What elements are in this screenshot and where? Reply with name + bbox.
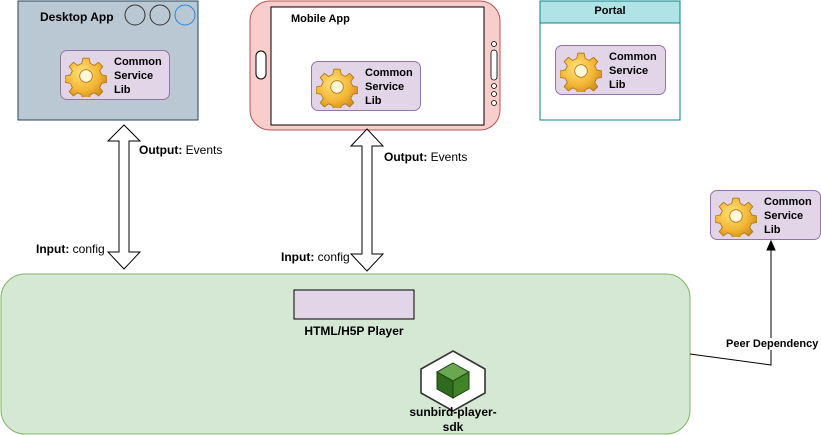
portal-title: Portal — [594, 5, 626, 17]
middle-output-label: Output: Events — [384, 150, 468, 164]
middle-io-arrow — [349, 128, 385, 272]
phone-sensor-2-icon — [491, 91, 497, 97]
desktop-app-title: Desktop App — [40, 10, 114, 24]
mobile-app-title: Mobile App — [291, 13, 350, 25]
left-output-label: Output: Events — [139, 143, 223, 157]
peer-dependency-connector — [689, 248, 772, 366]
package-cube-icon — [420, 350, 486, 412]
gear-icon — [65, 55, 107, 97]
phone-home-button-icon — [255, 50, 267, 80]
peer-dependency-label: Peer Dependency — [726, 338, 819, 350]
phone-sensor-1-icon — [491, 83, 497, 89]
portal-header — [539, 0, 681, 24]
gear-icon — [560, 50, 602, 92]
sdk-label: sunbird-player-sdk — [409, 405, 497, 434]
gear-icon — [316, 66, 358, 108]
player-label: HTML/H5P Player — [304, 324, 404, 338]
phone-speaker-icon — [490, 49, 498, 81]
window-control-2-icon — [149, 4, 171, 26]
middle-input-label: Input: config — [281, 250, 350, 264]
left-io-arrow — [106, 124, 142, 270]
window-control-3-icon — [174, 4, 196, 26]
player-box — [293, 289, 415, 320]
phone-sensor-3-icon — [491, 100, 497, 106]
peer-dependency-arrowhead — [766, 239, 776, 251]
phone-camera-icon — [491, 41, 497, 47]
window-control-1-icon — [124, 4, 146, 26]
gear-icon — [715, 195, 757, 237]
left-input-label: Input: config — [36, 242, 105, 256]
